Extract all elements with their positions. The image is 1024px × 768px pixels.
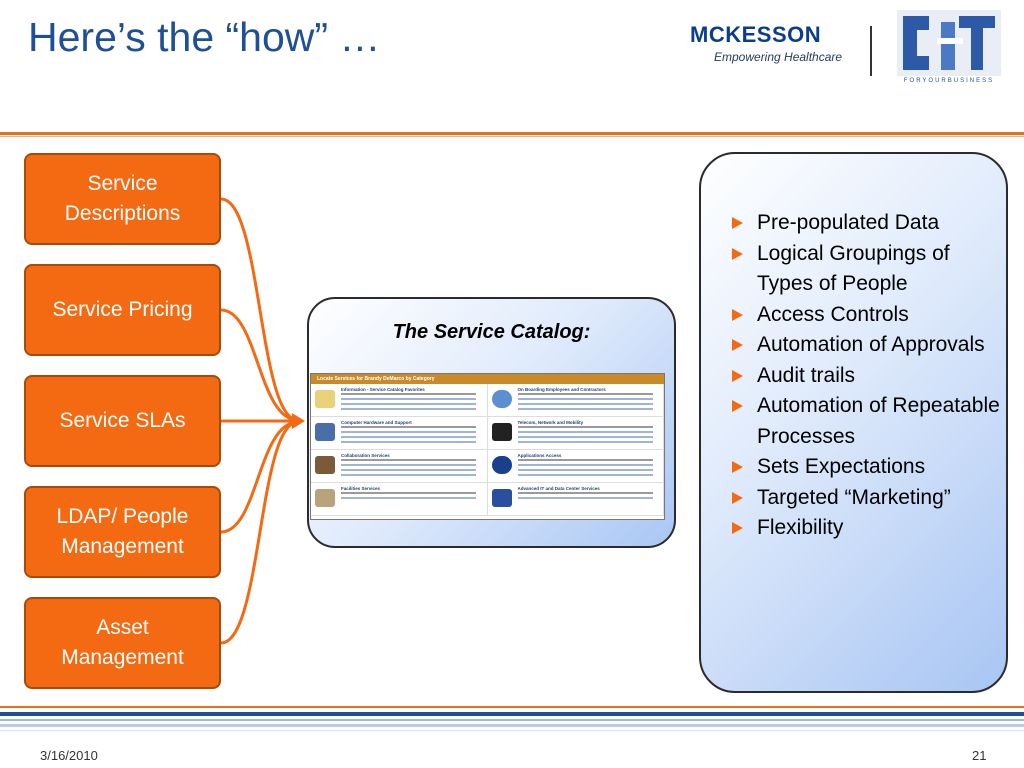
page-number: 21: [972, 748, 987, 763]
mckesson-wordmark: MCKESSON: [690, 22, 822, 47]
ldap-people-management-box: LDAP/ People Management: [24, 486, 221, 578]
catalog-category-cell: Applications Access: [487, 450, 664, 483]
catalog-category-title: On Boarding Employees and Contractors: [517, 387, 606, 392]
benefit-item: Logical Groupings of Types of People: [730, 239, 1000, 300]
connector-line: [220, 197, 299, 422]
box-label: Service Pricing: [52, 298, 193, 321]
mckesson-logo: MCKESSON Empowering Healthcare: [690, 22, 850, 72]
catalog-category-cell: Advanced IT and Data Center Services: [487, 483, 664, 516]
benefit-item: Audit trails: [730, 361, 1000, 392]
bullet-arrow-icon: [732, 461, 743, 473]
catalog-category-title: Facilities Services: [341, 486, 381, 491]
catalog-category-cell: Facilities Services: [311, 483, 488, 516]
service-pricing-box: Service Pricing: [24, 264, 221, 356]
footer-swoosh: [0, 706, 1024, 731]
catalog-category-cell: Information - Service Catalog Favorites: [311, 384, 488, 417]
benefit-item: Targeted “Marketing”: [730, 483, 1000, 514]
benefit-item: Sets Expectations: [730, 452, 1000, 483]
service-catalog-title: The Service Catalog:: [392, 321, 591, 343]
cit-logo: FORYOURBUSINESS: [897, 10, 1001, 88]
screenshot-header: Locate Services for Brandy DeMarco by Ca…: [311, 374, 664, 384]
box-label: LDAP/ People Management: [56, 505, 189, 558]
service-slas-box: Service SLAs: [24, 375, 221, 467]
benefit-item: Access Controls: [730, 300, 1000, 331]
benefits-list: Pre-populated Data Logical Groupings of …: [730, 208, 1000, 544]
connector-arrowhead: [292, 413, 305, 429]
box-label: Service SLAs: [59, 409, 186, 432]
benefit-item: Automation of Approvals: [730, 330, 1000, 361]
asset-management-box: Asset Management: [24, 597, 221, 689]
catalog-category-title: Collaboration Services: [341, 453, 390, 458]
slide-date: 3/16/2010: [40, 748, 98, 763]
catalog-category-title: Telecom, Network and Mobility: [517, 420, 584, 425]
bullet-arrow-icon: [732, 308, 743, 321]
bullet-arrow-icon: [732, 491, 743, 504]
catalog-category-cell: Collaboration Services: [311, 450, 488, 483]
benefits-panel: [699, 152, 1008, 693]
catalog-category-title: Applications Access: [517, 453, 562, 458]
mckesson-tagline: Empowering Healthcare: [714, 50, 843, 64]
box-label: Asset Management: [61, 616, 184, 669]
benefit-item: Pre-populated Data: [730, 208, 1000, 239]
catalog-category-cell: Telecom, Network and Mobility: [487, 417, 664, 450]
cit-tagline: FORYOURBUSINESS: [903, 78, 995, 84]
bullet-arrow-icon: [732, 369, 743, 382]
catalog-category-cell: Computer Hardware and Support: [311, 417, 488, 450]
catalog-category-title: Computer Hardware and Support: [341, 420, 412, 425]
catalog-category-title: Information - Service Catalog Favorites: [341, 387, 425, 392]
cit-logo-mark: [897, 10, 1001, 76]
slide-title: Here’s the “how” …: [28, 14, 381, 60]
benefit-item: Automation of Repeatable Processes: [730, 391, 1000, 452]
header-rule-thin: [0, 136, 1024, 137]
connector-line: [220, 420, 299, 645]
benefit-item: Flexibility: [730, 513, 1000, 544]
catalog-screenshot: Locate Services for Brandy DeMarco by Ca…: [310, 373, 665, 520]
bullet-arrow-icon: [732, 400, 743, 412]
header-rule: [0, 132, 1024, 135]
bullet-arrow-icon: [732, 522, 743, 534]
catalog-category-title: Advanced IT and Data Center Services: [517, 486, 600, 491]
bullet-arrow-icon: [732, 217, 743, 229]
bullet-arrow-icon: [732, 247, 743, 260]
service-descriptions-box: Service Descriptions: [24, 153, 221, 245]
logo-divider: [870, 26, 872, 76]
box-label: Service Descriptions: [64, 172, 181, 225]
connector-line: [220, 420, 299, 534]
bullet-arrow-icon: [732, 339, 743, 351]
connector-line: [220, 308, 299, 422]
catalog-category-cell: On Boarding Employees and Contractors: [487, 384, 664, 417]
